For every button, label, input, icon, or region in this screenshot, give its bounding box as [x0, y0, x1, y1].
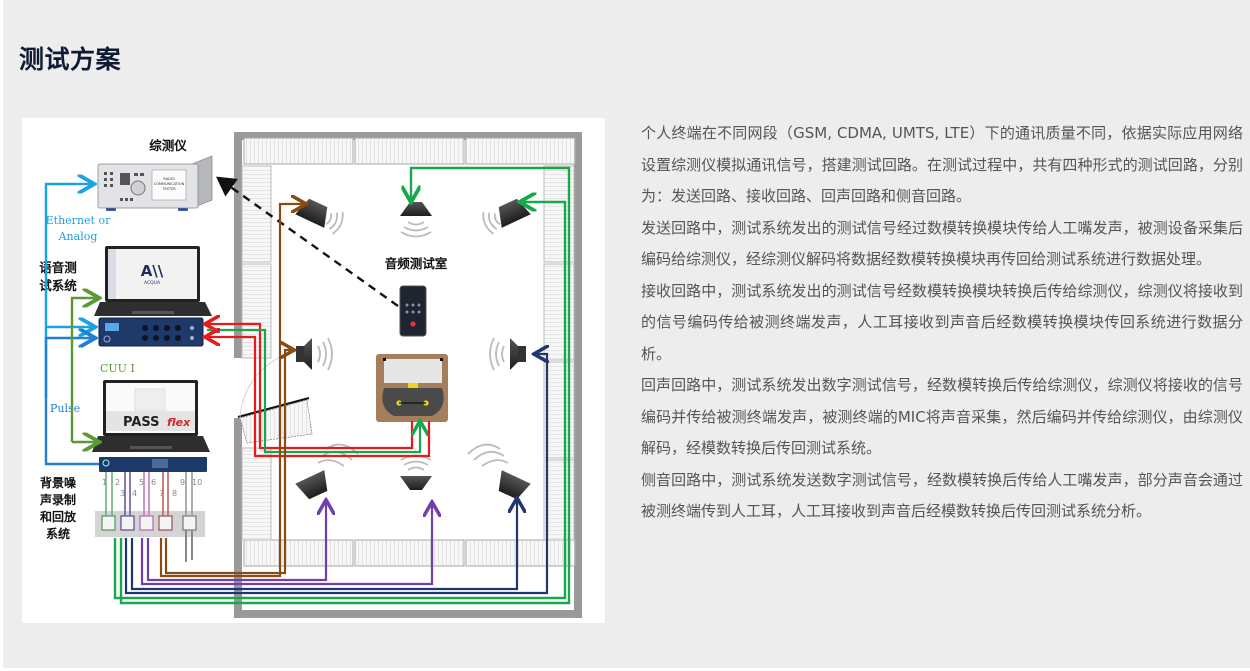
svg-text:flex: flex — [167, 416, 191, 429]
acqua-logo: A\\ — [141, 262, 164, 280]
speaker-icon — [296, 337, 333, 371]
description-paragraph: 发送回路中，测试系统发出的测试信号经过数模转换模块传给人工嘴发声，被测设备采集后… — [641, 218, 1243, 269]
svg-text:6: 6 — [151, 478, 156, 487]
svg-text:5: 5 — [139, 478, 144, 487]
pass-flex-laptop: PASS flex — [92, 380, 210, 452]
speaker-feed-green — [113, 202, 567, 600]
audio-interface-device — [98, 317, 204, 347]
speaker-feed-brown — [164, 350, 292, 575]
mouth-input-line — [207, 328, 422, 454]
svg-text:2: 2 — [115, 478, 120, 487]
channel-numbers: 1 2 3 4 5 6 7 8 9 10 — [102, 478, 202, 498]
wireless-link — [216, 176, 399, 307]
speaker-icon — [489, 337, 526, 371]
speaker-feed-purple — [146, 502, 326, 582]
page-title: 测试方案 — [19, 45, 122, 74]
svg-text:ACQUA: ACQUA — [144, 280, 161, 286]
speaker-icon — [295, 198, 344, 235]
svg-text:TESTER: TESTER — [161, 187, 176, 191]
audio-test-room — [234, 132, 582, 618]
description-paragraph: 接收回路中，测试系统发出的测试信号经数模转换模块转换后传给综测仪，综测仪将接收到… — [641, 281, 1243, 363]
radio-communication-tester: RADIO COMMUNICATION TESTER — [97, 155, 213, 211]
description-paragraph: 个人终端在不同网段（GSM, CDMA, UMTS, LTE）下的通讯质量不同，… — [641, 124, 1243, 205]
noise-playback-device — [99, 457, 207, 472]
speaker-feed-purple — [140, 504, 432, 586]
speaker-icon — [400, 202, 432, 238]
svg-text:COMMUNICATION: COMMUNICATION — [154, 182, 185, 186]
noise-system-label-2: 声录制 — [39, 492, 76, 507]
test-scheme-description: 个人终端在不同网段（GSM, CDMA, UMTS, LTE）下的通讯质量不同，… — [641, 118, 1243, 528]
receive-loop-line — [207, 337, 431, 458]
speaker-feed-green — [119, 166, 571, 605]
speaker-feed-brown — [159, 204, 304, 578]
noise-system-label-4: 系统 — [46, 526, 70, 541]
speech-system-label: 语音测 — [39, 260, 77, 275]
analyzer-label: 综测仪 — [149, 138, 187, 153]
speaker-icon — [400, 454, 432, 490]
mobile-phone-icon — [399, 285, 427, 337]
svg-text:10: 10 — [192, 478, 202, 487]
sound-waves-icon — [467, 443, 509, 467]
svg-text:3: 3 — [120, 489, 125, 498]
rack-to-amp-lines — [105, 472, 193, 516]
svg-text:7: 7 — [159, 489, 164, 498]
svg-text:8: 8 — [172, 489, 177, 498]
send-loop-line — [207, 324, 414, 450]
speaker-icon — [482, 198, 531, 235]
cuu-label: CUU I — [100, 362, 135, 375]
pulse-label: Pulse — [50, 402, 80, 415]
room-label: 音频测试室 — [385, 256, 448, 271]
ethernet-label: Ethernet or — [46, 214, 111, 227]
amplifier-icons — [101, 515, 197, 531]
svg-text:4: 4 — [132, 489, 137, 498]
noise-system-label: 背景噪 — [40, 475, 77, 490]
noise-system-label-3: 和回放 — [39, 509, 77, 524]
acqua-laptop: A\\ ACQUA — [94, 246, 212, 316]
artificial-head-icon — [376, 354, 448, 422]
svg-text:9: 9 — [180, 478, 185, 487]
diagram-svg: 音频测试室 — [39, 132, 582, 618]
description-paragraph: 侧音回路中，测试系统发送数字测试信号，经数模转换后传给人工嘴发声，部分声音会通过… — [641, 470, 1243, 521]
test-setup-diagram: 音频测试室 — [22, 118, 605, 623]
description-paragraph: 回声回路中，测试系统发出数字测试信号，经数模转换后传给综测仪，综测仪将接收的信号… — [641, 376, 1243, 457]
unused-channel-lines — [185, 530, 193, 562]
speech-system-label-2: 试系统 — [39, 278, 77, 293]
speaker-icon — [498, 470, 531, 500]
svg-text:1: 1 — [102, 478, 107, 487]
pass-logo: PASS — [123, 415, 160, 430]
speaker-feed-navy — [130, 500, 517, 591]
cuu-connection — [70, 298, 97, 442]
page-background: 测试方案 — [3, 0, 1250, 668]
speaker-feed-navy — [124, 354, 547, 595]
speaker-icon — [295, 470, 328, 500]
pulse-connection — [44, 338, 99, 466]
svg-text:RADIO: RADIO — [163, 177, 174, 181]
ethernet-label-2: Analog — [58, 230, 98, 243]
